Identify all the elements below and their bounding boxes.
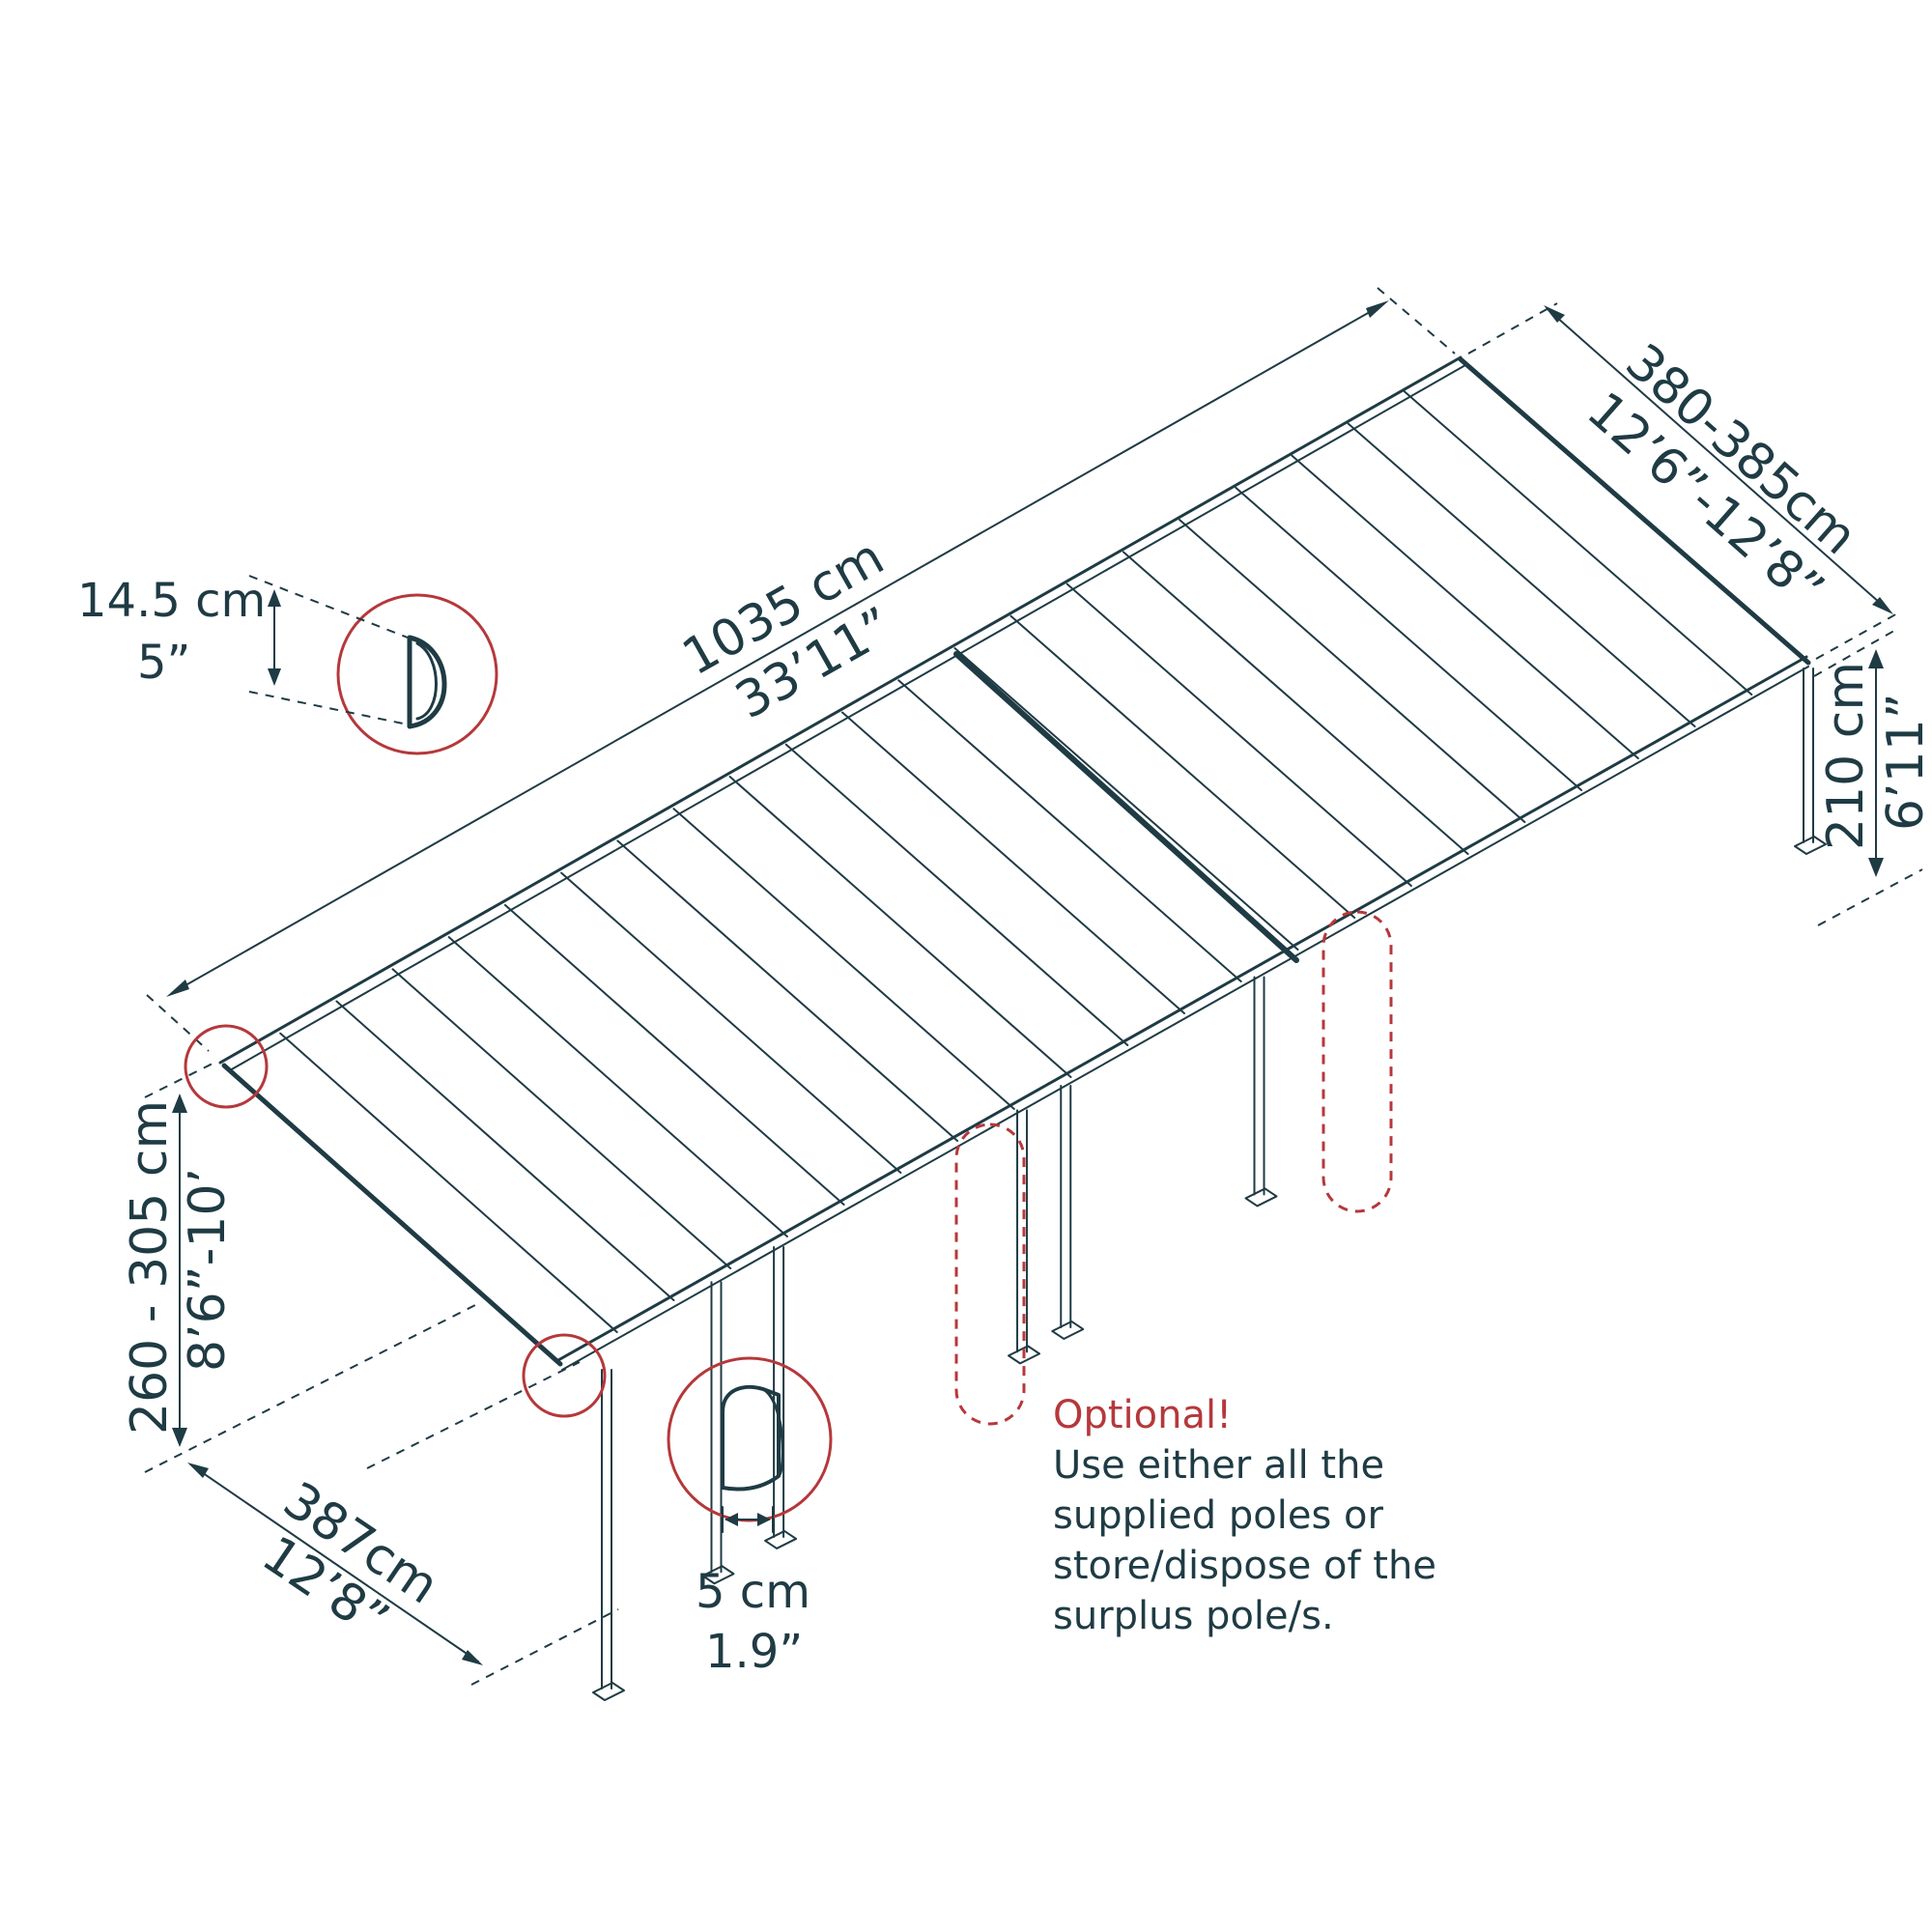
note-title: Optional! [1053, 1393, 1232, 1437]
optional-pole-marker [954, 1122, 1026, 1426]
height-front-imperial-label: 8’6”-10’ [179, 1168, 237, 1372]
depth-top-dimension: 380-385cm 12’6”-12’8” [1467, 302, 1900, 660]
support-post [701, 1281, 735, 1585]
support-post [592, 1369, 625, 1701]
gutter-detail: 14.5 cm 5” [77, 574, 498, 755]
panel-seam [560, 871, 902, 1174]
panel-seam [503, 903, 845, 1206]
roof-panels [279, 390, 1753, 1333]
panel-seam [953, 647, 1299, 951]
panel-seam [1347, 422, 1696, 727]
panel-seam [279, 1032, 618, 1333]
panel-seam [391, 968, 732, 1269]
gutter-imperial-label: 5” [137, 636, 190, 690]
note-line: store/dispose of the [1053, 1544, 1436, 1588]
panel-seam [1235, 486, 1583, 791]
post-foot [764, 1529, 798, 1549]
roof-frame [218, 355, 1811, 1371]
support-post [1794, 668, 1827, 855]
panel-seam [728, 776, 1072, 1078]
note-line: surplus pole/s. [1053, 1594, 1334, 1638]
optional-pole-marker [1321, 910, 1393, 1213]
detail-marker-gutter [184, 1024, 269, 1109]
panel-seam [616, 839, 959, 1142]
panel-seam [335, 1000, 675, 1301]
panel-seam [1291, 454, 1639, 759]
panel-seam [1403, 390, 1753, 696]
center-rafter [953, 651, 1299, 963]
note-line: Use either all the [1053, 1443, 1384, 1488]
panel-seam [841, 711, 1185, 1014]
detail-marker-pole [522, 1333, 607, 1418]
post-foot [701, 1565, 735, 1585]
support-post [1008, 1109, 1041, 1365]
height-front-metric-label: 260 - 305 cm [121, 1100, 179, 1435]
depth-bottom-dimension: 387cm 12’8” [187, 1463, 619, 1686]
post-foot [1794, 836, 1827, 855]
panel-seam [1065, 582, 1412, 887]
height-back-dimension: 210 cm 6’11” [1813, 627, 1932, 926]
panel-seam [784, 743, 1129, 1046]
support-post [1244, 976, 1278, 1208]
post-foot [1244, 1187, 1278, 1208]
post-foot [1051, 1320, 1085, 1340]
note-line: supplied poles or [1053, 1493, 1384, 1538]
panel-seam [1009, 614, 1356, 919]
panel-seam [1179, 519, 1526, 823]
height-back-metric-label: 210 cm [1817, 662, 1875, 850]
support-post [1051, 1084, 1085, 1340]
panel-seam [672, 808, 1015, 1110]
pole-detail: 5 cm 1.9” [667, 1356, 833, 1679]
height-back-imperial-label: 6’11” [1877, 693, 1932, 831]
post-foot [1008, 1345, 1041, 1365]
pole-metric-label: 5 cm [696, 1565, 810, 1619]
height-front-dimension: 260 - 305 cm 8’6”-10’ [121, 1062, 581, 1473]
panel-seam [1122, 551, 1469, 855]
pole-imperial-label: 1.9” [705, 1625, 803, 1679]
gutter-metric-label: 14.5 cm [77, 574, 266, 628]
post-foot [592, 1682, 625, 1701]
optional-note: Optional! Use either all the supplied po… [1053, 1393, 1436, 1638]
panel-seam [447, 936, 788, 1237]
panel-seam [897, 679, 1242, 982]
